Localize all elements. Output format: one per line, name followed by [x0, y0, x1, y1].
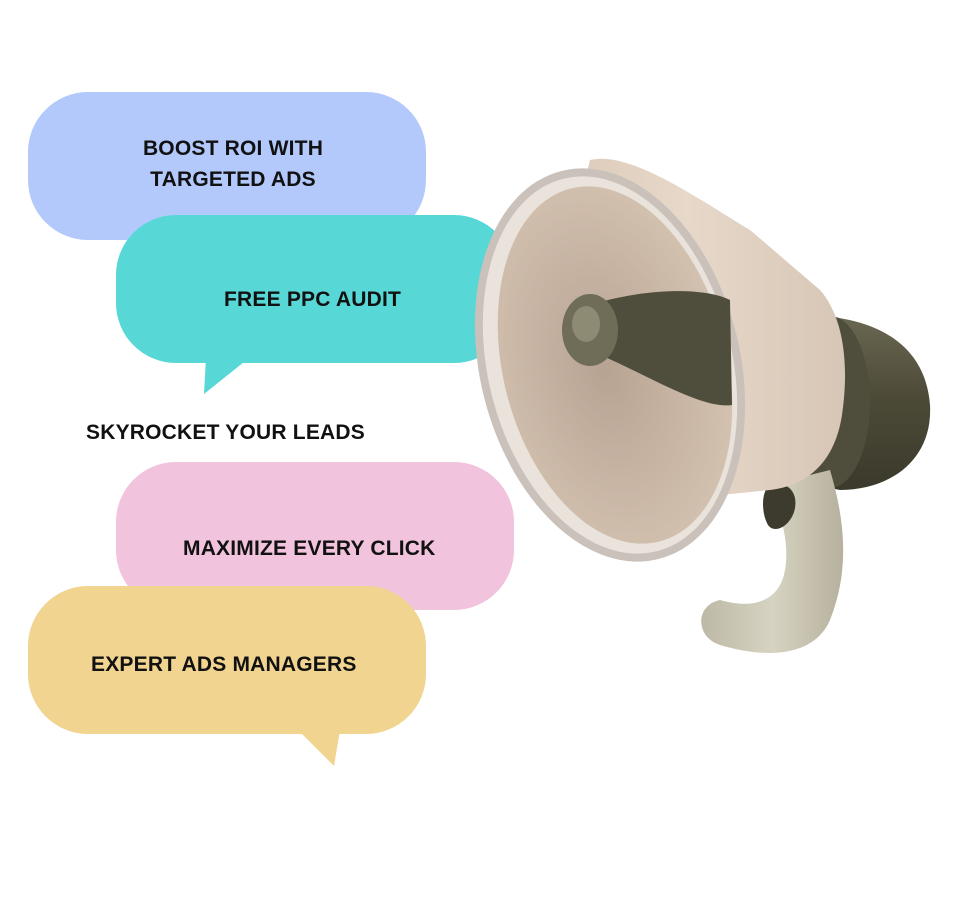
skyrocket-leads-text: SKYROCKET YOUR LEADS [86, 421, 365, 444]
bubble-free-ppc-audit [116, 215, 514, 394]
bubble-boost-roi-text: BOOST ROI WITH TARGETED ADS [118, 133, 348, 195]
bubble-expert-ads-text: EXPERT ADS MANAGERS [91, 653, 357, 676]
bubble-expert-ads [28, 586, 426, 766]
boost-roi-line-1: BOOST ROI WITH [142, 137, 324, 160]
bubble-free-ppc-audit-text: FREE PPC AUDIT [224, 288, 402, 311]
bubble-maximize-click-text: MAXIMIZE EVERY CLICK [183, 537, 436, 560]
megaphone-icon [474, 158, 931, 653]
boost-roi-line-2: TARGETED ADS [150, 168, 316, 191]
